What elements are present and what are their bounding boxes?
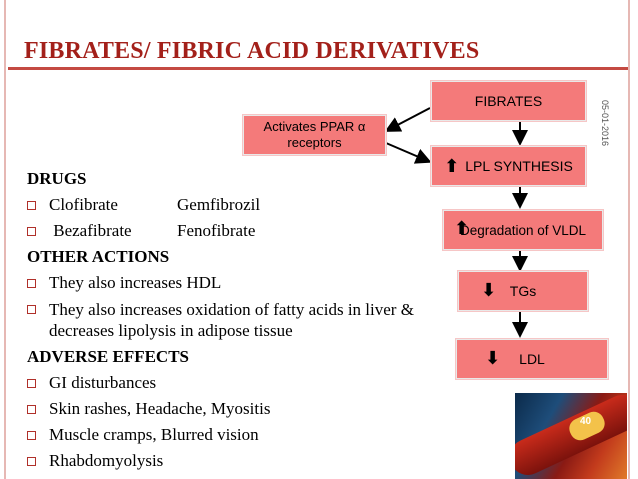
- list-item: GI disturbances: [27, 370, 427, 396]
- square-bullet-icon: [27, 379, 36, 388]
- drug-name: Clofibrate: [49, 195, 118, 214]
- right-frame-line: [628, 0, 630, 479]
- slide-content: DRUGS Clofibrate Gemfibrozil Bezafibrate…: [27, 166, 427, 474]
- square-bullet-icon: [27, 227, 36, 236]
- up-arrow-icon: ⬆: [454, 218, 470, 239]
- arrow-ppar-to-lpl: [385, 142, 432, 164]
- ldl-label: LDL: [519, 351, 545, 367]
- list-item-text: GI disturbances: [49, 373, 157, 392]
- drug-name: Bezafibrate: [49, 221, 132, 240]
- fibrates-box: FIBRATES: [431, 81, 586, 121]
- slide-date: 05-01-2016: [600, 100, 610, 147]
- list-item: Clofibrate Gemfibrozil: [27, 192, 427, 218]
- list-item-text: Rhabdomyolysis: [49, 451, 164, 470]
- ldl-box: ⬇ LDL: [456, 339, 608, 379]
- other-actions-heading: OTHER ACTIONS: [27, 247, 170, 266]
- arrow-fibrates-to-ppar: [384, 107, 431, 132]
- ppar-box: Activates PPAR α receptors: [243, 115, 386, 155]
- list-item: Bezafibrate Fenofibrate: [27, 218, 427, 244]
- list-item: They also increases HDL: [27, 270, 427, 296]
- artery-plaque-image: [515, 393, 627, 479]
- down-arrow-icon: ⬇: [481, 280, 497, 301]
- list-item: They also increases oxidation of fatty a…: [27, 296, 427, 344]
- lpl-label: LPL SYNTHESIS: [465, 158, 573, 174]
- square-bullet-icon: [27, 279, 36, 288]
- list-item-text: Skin rashes, Headache, Myositis: [49, 399, 271, 418]
- square-bullet-icon: [27, 405, 36, 414]
- tgs-label: TGs: [509, 283, 537, 299]
- lpl-synthesis-box: ⬆ LPL SYNTHESIS: [431, 146, 586, 186]
- left-frame-line: [4, 0, 6, 479]
- tgs-box: ⬇ TGs: [458, 271, 588, 311]
- vldl-box: ⬆ Degradation of VLDL: [443, 210, 603, 250]
- list-item-text: They also increases HDL: [49, 273, 222, 292]
- title-underline: [8, 67, 628, 70]
- drug-name: Gemfibrozil: [177, 195, 261, 214]
- fibrates-label: FIBRATES: [474, 93, 543, 109]
- list-item: Muscle cramps, Blurred vision: [27, 422, 427, 448]
- adverse-effects-heading: ADVERSE EFFECTS: [27, 347, 190, 366]
- vldl-label: Degradation of VLDL: [459, 222, 587, 238]
- slide-title: FIBRATES/ FIBRIC ACID DERIVATIVES: [24, 38, 480, 64]
- square-bullet-icon: [27, 201, 36, 210]
- square-bullet-icon: [27, 457, 36, 466]
- list-item: Skin rashes, Headache, Myositis: [27, 396, 427, 422]
- square-bullet-icon: [27, 431, 36, 440]
- slide-number: 40: [580, 416, 592, 427]
- list-item-text: Muscle cramps, Blurred vision: [49, 425, 259, 444]
- square-bullet-icon: [27, 305, 36, 314]
- list-item: Rhabdomyolysis: [27, 448, 427, 474]
- drug-name: Fenofibrate: [177, 221, 256, 240]
- ppar-label: Activates PPAR α receptors: [263, 119, 366, 150]
- list-item-text: They also increases oxidation of fatty a…: [49, 300, 414, 340]
- down-arrow-icon: ⬇: [485, 348, 501, 369]
- up-arrow-icon: ⬆: [444, 155, 460, 177]
- drugs-heading: DRUGS: [27, 169, 87, 188]
